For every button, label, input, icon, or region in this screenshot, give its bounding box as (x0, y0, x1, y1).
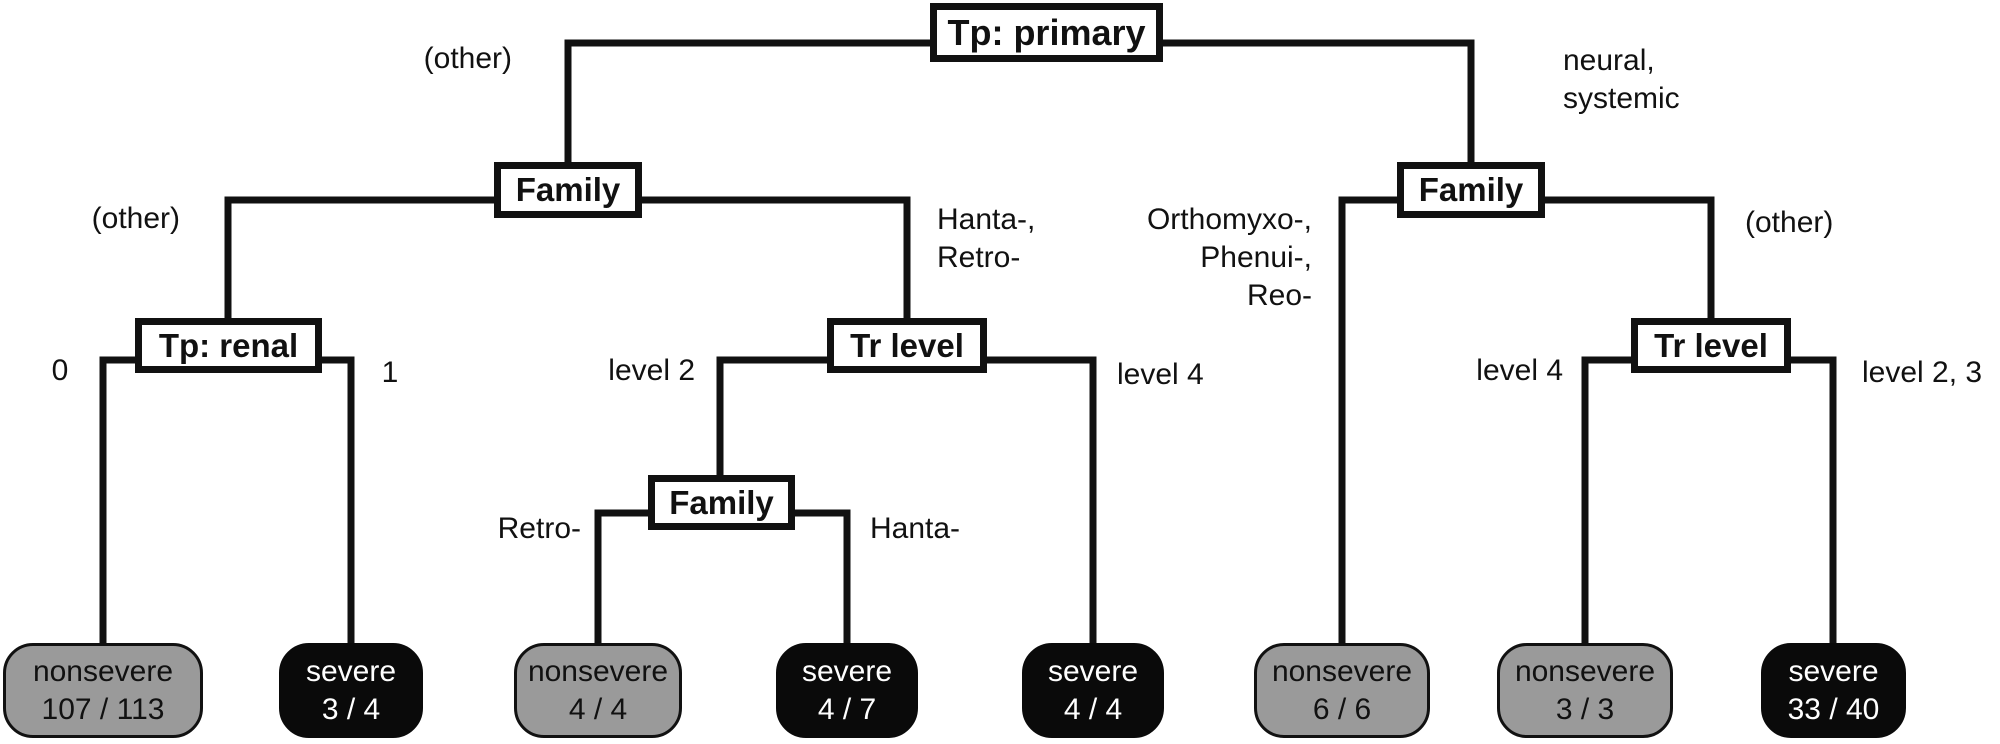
edge-family-left-to-tp-renal (224, 196, 494, 321)
leaf-outcome: severe (305, 654, 397, 688)
edge-tr-level-mid-to-leaf-5 (987, 356, 1097, 650)
branch-label-level-2-3: level 2, 3 (1862, 356, 1983, 389)
edge-root-left (564, 39, 930, 165)
branch-label-neural-systemic: neural, systemic (1563, 42, 1680, 118)
leaf-count: 4 / 4 (568, 692, 628, 726)
edge-family-mid-to-leaf-3 (594, 509, 648, 650)
leaf-outcome: severe (801, 654, 893, 688)
branch-label-orthomyxo-phenui-reo: Orthomyxo-, Phenui-, Reo- (1112, 201, 1312, 315)
leaf-count: 4 / 4 (1063, 692, 1123, 726)
leaf-nonsevere-3-3: nonsevere 3 / 3 (1497, 643, 1673, 738)
leaf-count: 6 / 6 (1312, 692, 1372, 726)
leaf-severe-4-4: severe 4 / 4 (1022, 643, 1164, 738)
node-tr-level-mid: Tr level (827, 318, 987, 373)
branch-label-line: Retro- (937, 241, 1021, 274)
edge-tp-renal-to-leaf-2 (322, 356, 355, 650)
leaf-count: 33 / 40 (1787, 692, 1880, 726)
edge-family-right-to-leaf-6 (1338, 196, 1397, 650)
branch-label-other-family-left: (other) (91, 202, 180, 235)
edge-tr-level-right-to-leaf-8 (1791, 356, 1837, 650)
branch-label-level-2: level 2 (608, 354, 695, 387)
branch-label-zero: 0 (51, 354, 69, 387)
node-tr-level-right: Tr level (1631, 318, 1791, 373)
node-family-mid: Family (648, 475, 795, 530)
branch-label-line: Reo- (1246, 279, 1312, 312)
leaf-nonsevere-6-6: nonsevere 6 / 6 (1254, 643, 1430, 738)
branch-label-level-4-mid: level 4 (1117, 358, 1204, 391)
leaf-severe-4-7: severe 4 / 7 (776, 643, 918, 738)
edge-family-mid-to-leaf-4 (795, 509, 851, 650)
leaf-count: 107 / 113 (41, 692, 165, 726)
node-family-right: Family (1397, 162, 1545, 218)
edge-family-left-to-tr-level (642, 196, 911, 321)
leaf-severe-33-40: severe 33 / 40 (1761, 643, 1906, 738)
branch-label-line: Phenui-, (1200, 241, 1312, 274)
branch-label-level-4-right: level 4 (1476, 354, 1563, 387)
branch-label-hanta: Hanta- (870, 512, 961, 545)
leaf-outcome: severe (1047, 654, 1139, 688)
branch-label-hanta-retro: Hanta-, Retro- (937, 201, 1035, 277)
leaf-nonsevere-4-4: nonsevere 4 / 4 (514, 643, 682, 738)
branch-label-line: Orthomyxo-, (1146, 203, 1312, 236)
edge-family-right-to-tr-level-right (1545, 196, 1715, 321)
branch-label-other-root-left: (other) (423, 42, 512, 75)
node-family-left: Family (494, 162, 642, 218)
branch-label-one: 1 (381, 356, 399, 389)
branch-label-line: Hanta-, (937, 203, 1036, 236)
leaf-outcome: nonsevere (1514, 654, 1656, 688)
branch-label-retro: Retro- (497, 512, 581, 545)
leaf-outcome: nonsevere (1271, 654, 1413, 688)
leaf-outcome: nonsevere (527, 654, 669, 688)
leaf-nonsevere-107-113: nonsevere 107 / 113 (3, 643, 203, 738)
leaf-severe-3-4: severe 3 / 4 (279, 643, 423, 738)
leaf-outcome: nonsevere (32, 654, 174, 688)
leaf-outcome: severe (1788, 654, 1879, 688)
leaf-count: 4 / 7 (817, 692, 877, 726)
branch-label-line: neural, (1563, 44, 1655, 77)
node-tp-primary: Tp: primary (930, 3, 1163, 62)
edge-tp-renal-to-leaf-1 (99, 356, 135, 650)
branch-label-line: systemic (1563, 82, 1680, 115)
edge-root-right (1163, 39, 1475, 165)
leaf-count: 3 / 4 (321, 692, 381, 726)
edge-tr-level-mid-to-family-mid (716, 356, 827, 478)
edge-tr-level-right-to-leaf-7 (1581, 356, 1631, 650)
leaf-count: 3 / 3 (1555, 692, 1615, 726)
node-tp-renal: Tp: renal (135, 318, 322, 373)
branch-label-other-family-right: (other) (1745, 206, 1834, 239)
